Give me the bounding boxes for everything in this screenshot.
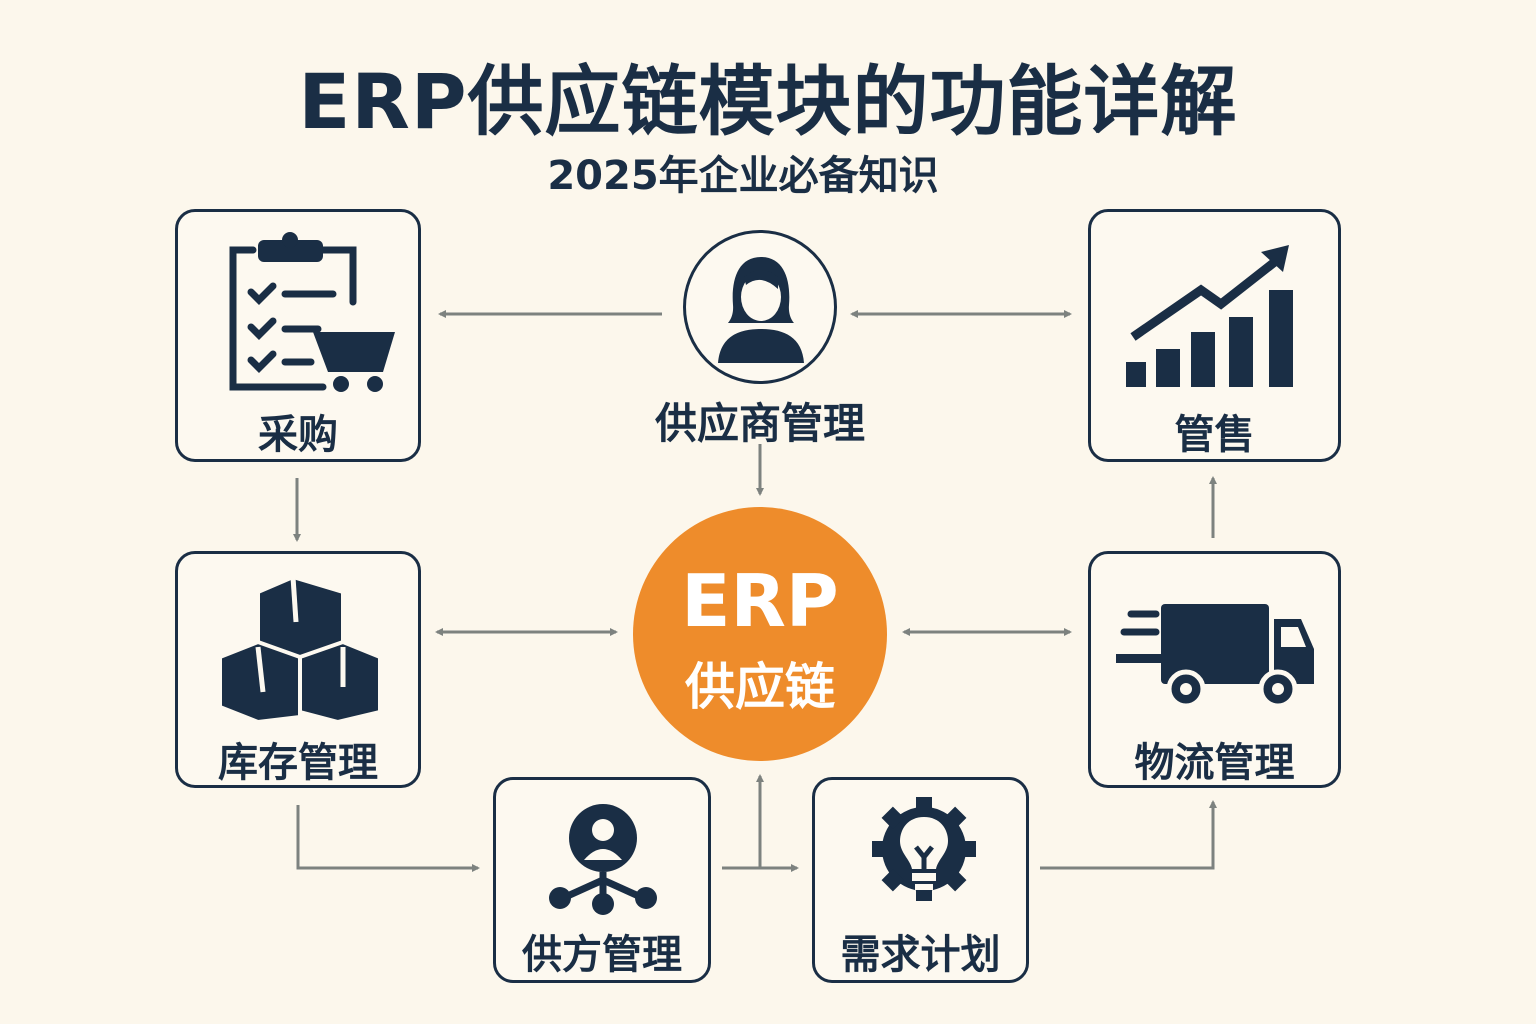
- node-vendor[interactable]: 供方管理: [493, 777, 711, 983]
- node-label: 供方管理: [522, 932, 682, 978]
- lightbulb-gear-icon: [872, 797, 976, 901]
- node-demand[interactable]: 需求计划: [812, 777, 1029, 983]
- erp-title: ERP: [681, 559, 839, 643]
- truck-icon: [1116, 604, 1314, 709]
- node-label: 需求计划: [840, 932, 1001, 978]
- node-logistics[interactable]: 物流管理: [1088, 551, 1341, 788]
- arrow-inventory-vendor: [296, 805, 480, 872]
- node-sales[interactable]: 管售: [1088, 209, 1341, 462]
- clipboard-cart-icon: [229, 232, 395, 392]
- node-label: 库存管理: [218, 740, 378, 786]
- erp-subtitle: 供应链: [685, 658, 835, 716]
- node-label: 采购: [258, 412, 338, 458]
- node-purchase[interactable]: 采购: [175, 209, 421, 462]
- node-label: 管售: [1174, 412, 1255, 458]
- page-subtitle: 2025年企业必备知识: [547, 153, 939, 199]
- growth-chart-icon: [1126, 245, 1293, 387]
- node-inventory[interactable]: 库存管理: [175, 551, 421, 788]
- supplier-label: 供应商管理: [654, 399, 865, 448]
- arrow-demand-logistics: [1040, 800, 1217, 870]
- node-label: 物流管理: [1134, 740, 1295, 786]
- erp-center[interactable]: ERP 供应链: [633, 507, 887, 761]
- boxes-icon: [218, 574, 382, 722]
- node-supplier[interactable]: [683, 230, 837, 384]
- page-title: ERP供应链模块的功能详解: [298, 57, 1238, 146]
- network-person-icon: [549, 804, 657, 915]
- person-icon: [718, 257, 804, 363]
